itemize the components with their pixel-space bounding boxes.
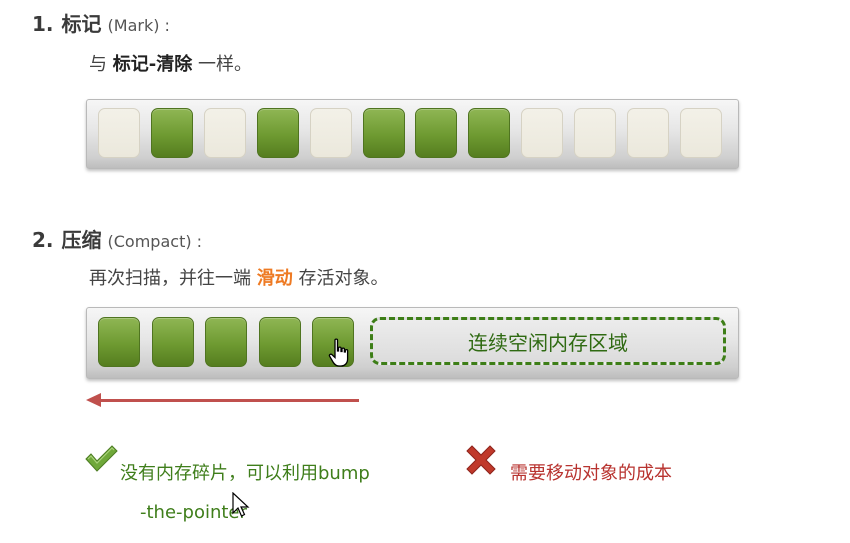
- used-memory-block: [415, 108, 457, 158]
- free-memory-block: [310, 108, 352, 158]
- free-memory-block: [680, 108, 722, 158]
- section1-title: 标记: [61, 12, 102, 36]
- free-memory-block: [627, 108, 669, 158]
- section1-desc-bold: 标记-清除: [112, 54, 193, 75]
- compaction-direction-arrow: [100, 399, 359, 402]
- free-region-label: 连续空闲内存区域: [468, 330, 628, 355]
- cross-icon: [466, 445, 496, 475]
- arrow-cursor-icon: [232, 492, 250, 517]
- section2-title-en: (Compact) :: [107, 232, 203, 251]
- pro-text-line2: -the-pointer: [140, 502, 247, 523]
- compact-memory-bar: 连续空闲内存区域: [86, 307, 739, 379]
- compacted-used-block: [205, 317, 247, 367]
- section2-description: 再次扫描，并往一端 滑动 存活对象。: [89, 264, 388, 290]
- con-text: 需要移动对象的成本: [510, 463, 672, 484]
- free-memory-block: [521, 108, 563, 158]
- section2-desc-prefix: 再次扫描，并往一端: [89, 268, 257, 289]
- compacted-used-block: [259, 317, 301, 367]
- free-memory-block: [204, 108, 246, 158]
- section1-number: 1.: [32, 12, 54, 36]
- section1-desc-suffix: 一样。: [192, 54, 252, 75]
- section2-number: 2.: [32, 228, 54, 252]
- free-memory-block: [98, 108, 140, 158]
- section2-desc-highlight: 滑动: [256, 268, 293, 289]
- pro-text-line1: 没有内存碎片，可以利用bump: [120, 463, 370, 484]
- compacted-used-block: [152, 317, 194, 367]
- used-memory-block: [151, 108, 193, 158]
- arrow-head-icon: [86, 393, 101, 407]
- used-memory-block: [468, 108, 510, 158]
- used-memory-block: [257, 108, 299, 158]
- mark-memory-bar: [86, 99, 739, 169]
- hand-cursor-icon: [328, 338, 349, 367]
- used-memory-block: [363, 108, 405, 158]
- section1-title-en: (Mark) :: [107, 16, 170, 35]
- free-memory-block: [574, 108, 616, 158]
- section1-desc-prefix: 与: [89, 54, 113, 75]
- section1-description: 与 标记-清除 一样。: [89, 50, 252, 76]
- section2-desc-suffix: 存活对象。: [292, 268, 389, 289]
- section1-heading: 1. 标记 (Mark) :: [32, 8, 170, 37]
- section2-title: 压缩: [61, 228, 102, 252]
- compacted-used-block: [98, 317, 140, 367]
- check-icon: [85, 445, 118, 472]
- section2-heading: 2. 压缩 (Compact) :: [32, 224, 202, 253]
- free-memory-region: 连续空闲内存区域: [370, 317, 726, 365]
